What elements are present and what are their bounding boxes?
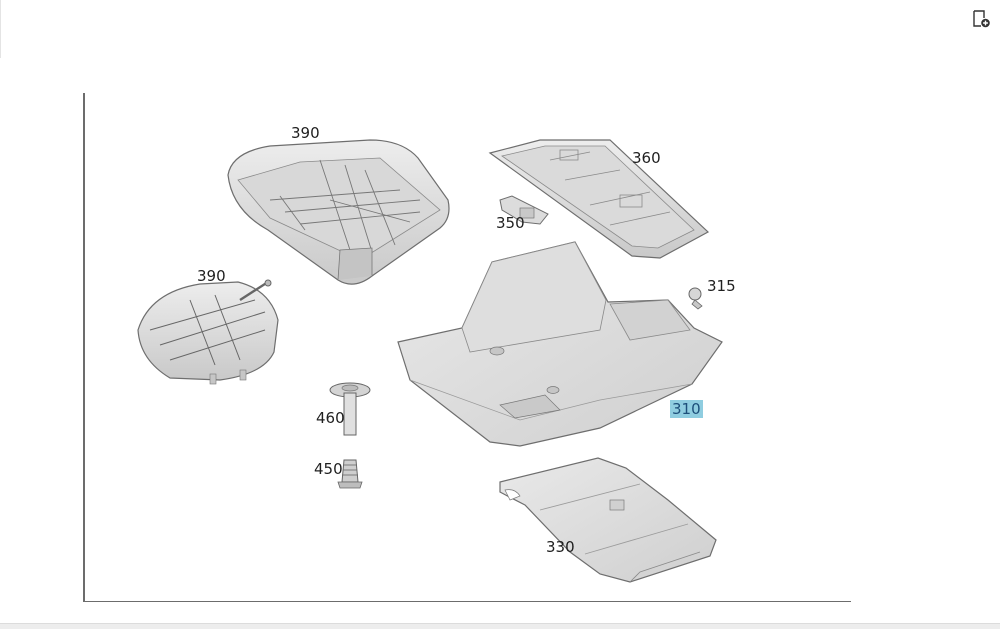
part-390-tool-tray[interactable]: [227, 139, 450, 285]
callout-390-jack-holder[interactable]: 390: [197, 267, 226, 285]
part-310-trunk-liner[interactable]: [397, 241, 723, 447]
callout-350[interactable]: 350: [496, 214, 525, 232]
frame-axis-left: [83, 93, 85, 602]
frame-axis-bottom: [83, 600, 851, 602]
part-330-floor-panel[interactable]: [499, 457, 717, 583]
callout-315[interactable]: 315: [707, 277, 736, 295]
callout-450[interactable]: 450: [314, 460, 343, 478]
bottom-scroll-bar: [0, 623, 1000, 629]
part-450-spring-holder[interactable]: [337, 459, 363, 489]
part-390-jack-holder[interactable]: [137, 279, 279, 385]
diagram-frame: [83, 93, 851, 602]
part-350-bracket[interactable]: [499, 195, 549, 225]
part-315-clip[interactable]: [688, 287, 703, 310]
part-460-bolt[interactable]: [329, 382, 371, 436]
part-360-storage-tray[interactable]: [488, 139, 710, 259]
callout-360[interactable]: 360: [632, 149, 661, 167]
callout-460[interactable]: 460: [316, 409, 345, 427]
document-add-icon: [973, 10, 990, 28]
callout-330[interactable]: 330: [546, 538, 575, 556]
callout-390-tool-tray[interactable]: 390: [291, 124, 320, 142]
add-to-list-button[interactable]: [971, 9, 991, 29]
window-edge: [0, 0, 1, 58]
callout-310-highlighted[interactable]: 310: [670, 400, 703, 418]
